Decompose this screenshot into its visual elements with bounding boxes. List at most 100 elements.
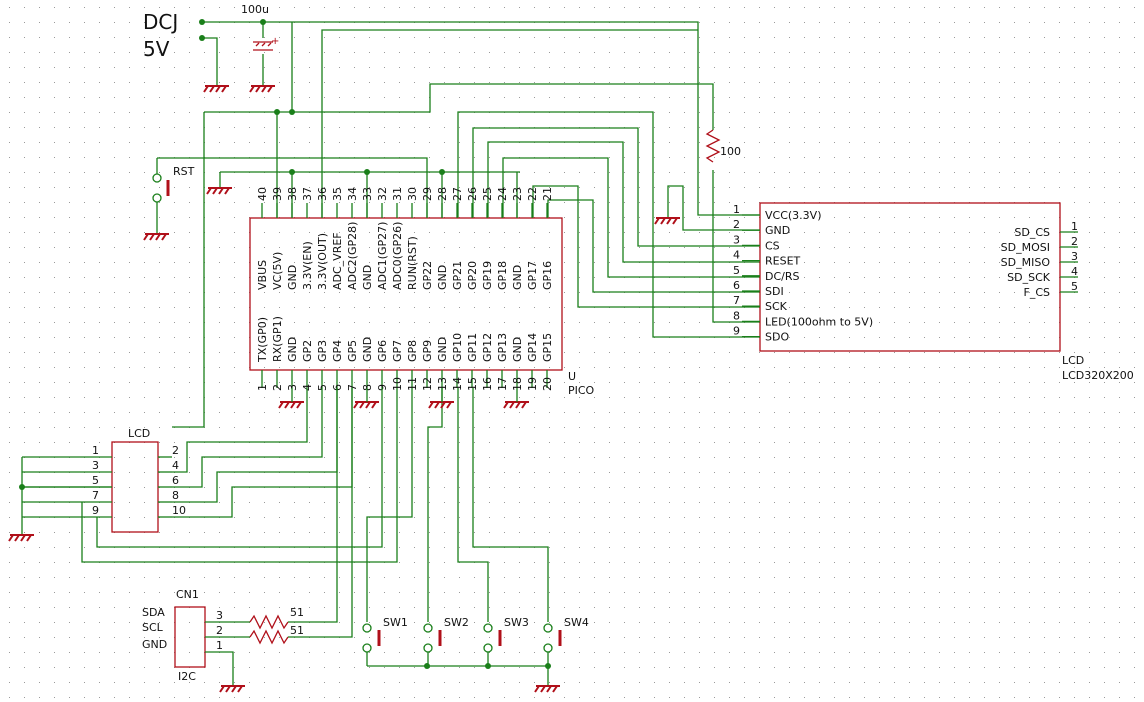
- lcd-right-pin-number: 3: [1071, 250, 1078, 263]
- pico-top-pin-name: GP17: [526, 261, 539, 290]
- pico-bottom-pin-number: 12: [421, 377, 434, 391]
- pico-top-pin-number: 21: [541, 187, 554, 201]
- connector-left-pin: 7: [92, 489, 99, 502]
- connector-right-pin: 4: [172, 459, 179, 472]
- lcd-left-pin-name: SDI: [765, 285, 784, 298]
- pico-top-pin-number: 22: [526, 187, 539, 201]
- pico-bottom-pins: 1TX(GP0)2RX(GP1)3GND4GP25GP36GP47GP58GND…: [256, 316, 554, 391]
- cap-polarity: +: [271, 36, 279, 47]
- lcd-left-pin-number: 2: [733, 218, 740, 231]
- pico-top-pin-name: 3.3V(EN): [301, 241, 314, 290]
- pico-top-pin-name: GP21: [451, 261, 464, 290]
- pico-bottom-pin-name: GP13: [496, 333, 509, 362]
- pico-module: 40VBUS39VC(5V)38GND373.3V(EN)363.3V(OUT)…: [249, 187, 595, 397]
- pico-bottom-pin-number: 7: [346, 384, 359, 391]
- lcd-left-pin-number: 7: [733, 294, 740, 307]
- ground-icon: [278, 401, 304, 409]
- pico-top-pin-number: 34: [346, 187, 359, 201]
- pico-bottom-pin-name: TX(GP0): [256, 317, 269, 363]
- pico-top-pin-number: 39: [271, 187, 284, 201]
- i2c-pin2: 2: [216, 624, 223, 637]
- pico-top-pin-name: ADC_VREF: [331, 232, 344, 290]
- cap-value: 100u: [241, 3, 269, 16]
- pico-top-pin-number: 31: [391, 187, 404, 201]
- ground-symbols: [8, 85, 680, 693]
- pico-top-pin-number: 37: [301, 187, 314, 201]
- pico-bottom-pin-number: 11: [406, 377, 419, 391]
- lcd-left-pin-number: 8: [733, 309, 740, 322]
- lcd-value: LCD320X200: [1062, 369, 1134, 382]
- pico-bottom-pin-name: GND: [361, 337, 374, 362]
- 5v-label: 5V: [143, 37, 170, 61]
- capacitor-100u: [253, 41, 273, 51]
- pico-top-pin-number: 28: [436, 187, 449, 201]
- switch-1: SW1: [362, 616, 408, 666]
- power-input: DCJ 5V 100u +: [143, 3, 760, 216]
- pico-top-pin-name: GP22: [421, 261, 434, 290]
- r1-value: 51: [290, 606, 304, 619]
- connector-right-pin: 6: [172, 474, 179, 487]
- pico-top-pins: 40VBUS39VC(5V)38GND373.3V(EN)363.3V(OUT)…: [256, 187, 554, 290]
- pico-top-pin-name: VC(5V): [271, 252, 284, 290]
- lcd-left-pin-name: VCC(3.3V): [765, 209, 822, 222]
- pico-bottom-pin-number: 20: [541, 377, 554, 391]
- lcd-ref: LCD: [1062, 354, 1084, 367]
- connector-left-pin: 9: [92, 504, 99, 517]
- pico-top-pin-name: ADC0(GP26): [391, 222, 404, 290]
- lcd-left-pin-name: LED(100ohm to 5V): [765, 315, 873, 328]
- pico-bottom-pin-name: GP4: [331, 340, 344, 362]
- resistor-100: 100: [705, 129, 741, 163]
- lcd-left-pin-name: DC/RS: [765, 270, 800, 283]
- pico-top-pin-number: 26: [466, 187, 479, 201]
- ground-icon: [143, 233, 169, 241]
- i2c-ref: CN1: [176, 588, 199, 601]
- connector-left-pin: 1: [92, 444, 99, 457]
- lcd-right-pin-number: 2: [1071, 235, 1078, 248]
- pico-top-pin-number: 25: [481, 187, 494, 201]
- lcd-left-pin-name: SCK: [765, 300, 788, 313]
- pico-bottom-pin-name: GP7: [391, 340, 404, 362]
- lcd-left-pin-number: 3: [733, 233, 740, 246]
- pico-bottom-pin-name: GND: [511, 337, 524, 362]
- pico-top-pin-name: GP19: [481, 261, 494, 290]
- switch-3: SW3: [483, 616, 529, 666]
- switch-4: SW4: [543, 616, 589, 666]
- pico-bottom-pin-number: 14: [451, 377, 464, 391]
- lcd-left-pin-number: 6: [733, 279, 740, 292]
- lcd-right-pin-name: SD_SCK: [1007, 271, 1051, 284]
- connector-right-pin: 2: [172, 444, 179, 457]
- pico-bottom-pin-name: RX(GP1): [271, 316, 284, 362]
- pico-bottom-pin-name: GP15: [541, 333, 554, 362]
- pico-bottom-pin-number: 4: [301, 384, 314, 391]
- pico-top-pin-number: 33: [361, 187, 374, 201]
- pico-top-pin-number: 32: [376, 187, 389, 201]
- pico-bottom-pin-name: GND: [286, 337, 299, 362]
- pico-bottom-pin-name: GP8: [406, 340, 419, 362]
- ground-icon: [654, 217, 680, 225]
- pico-bottom-pin-name: GP11: [466, 333, 479, 362]
- pico-bottom-pin-number: 2: [271, 384, 284, 391]
- pico-bottom-pin-number: 17: [496, 377, 509, 391]
- lcd-right-pin-name: SD_MISO: [1001, 256, 1051, 269]
- pico-bottom-pin-name: GP2: [301, 340, 314, 362]
- pico-bottom-pin-number: 1: [256, 384, 269, 391]
- i2c-sda: SDA: [142, 606, 165, 619]
- ground-icon: [8, 534, 34, 542]
- pico-bottom-pin-number: 18: [511, 377, 524, 391]
- i2c-pin3: 3: [216, 609, 223, 622]
- pico-bottom-pin-name: GP9: [421, 340, 434, 362]
- r2-value: 51: [290, 624, 304, 637]
- pico-top-pin-number: 35: [331, 187, 344, 201]
- pico-bottom-pin-name: GP14: [526, 333, 539, 362]
- pico-top-pin-number: 38: [286, 187, 299, 201]
- ground-icon: [206, 187, 232, 195]
- pico-top-pin-number: 40: [256, 187, 269, 201]
- pico-bottom-pin-number: 5: [316, 384, 329, 391]
